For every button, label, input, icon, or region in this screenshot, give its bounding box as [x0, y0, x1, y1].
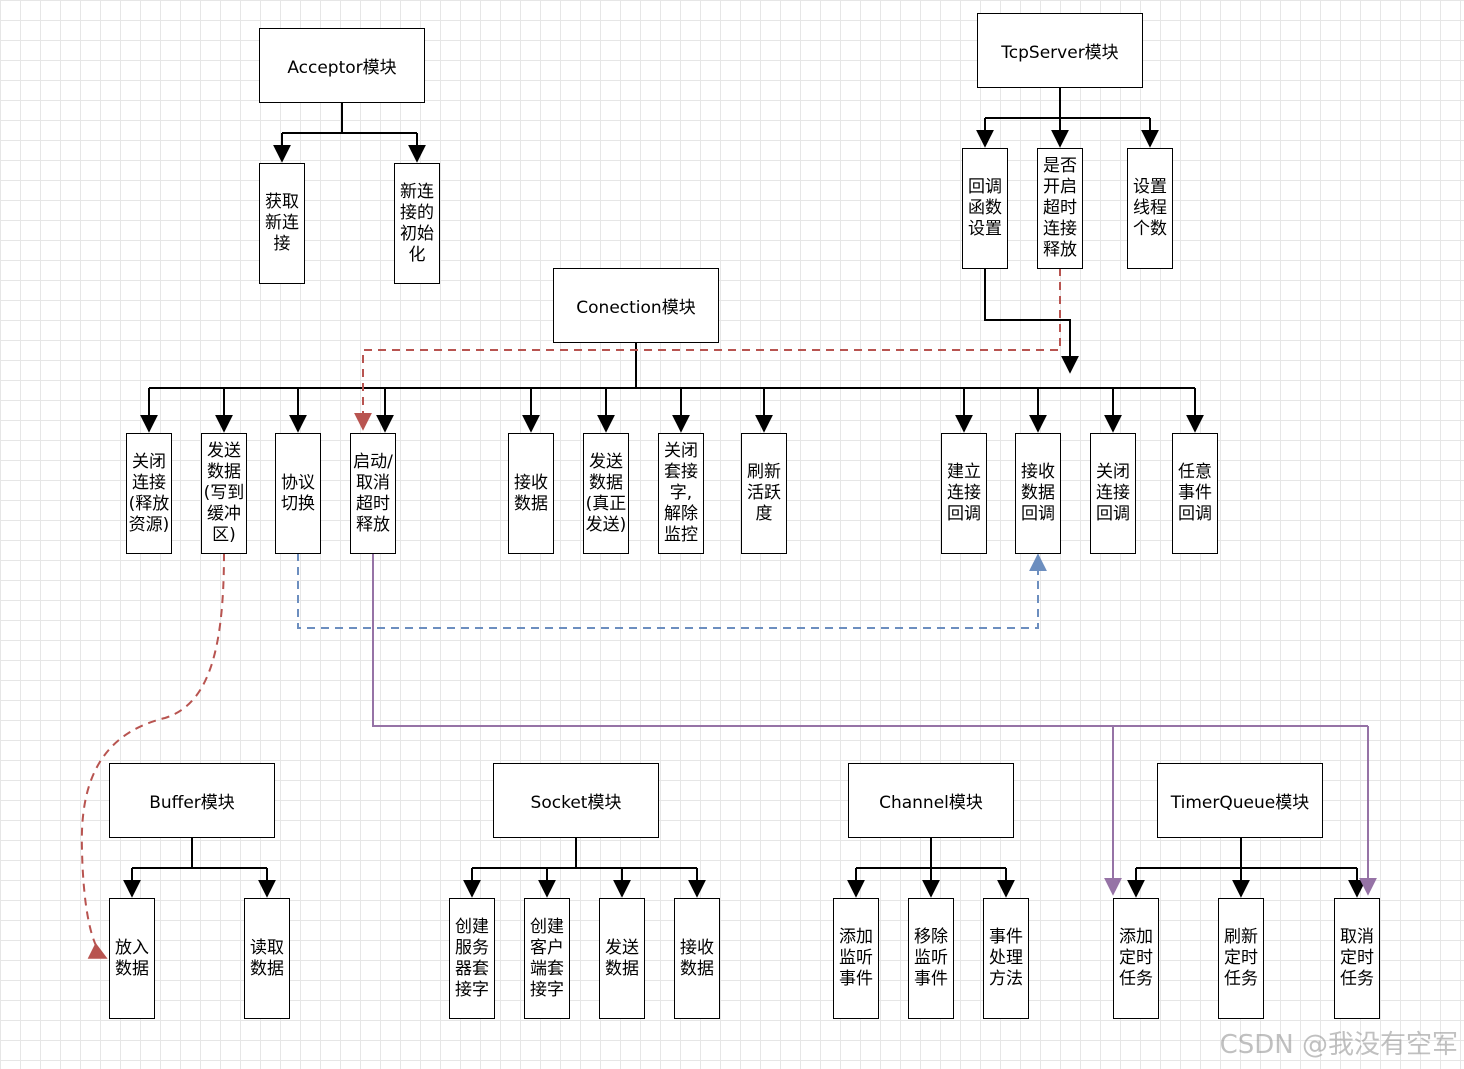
leaf-label: 关闭 连接 回调	[1096, 462, 1130, 524]
socket-module-label: Socket模块	[530, 793, 622, 813]
leaf-label: 建立 连接 回调	[947, 462, 981, 524]
acceptor-trunk	[282, 103, 417, 134]
leaf-label: 协议 切换	[281, 472, 315, 514]
socket-receive-data: 接收 数据	[674, 898, 720, 1019]
leaf-label: 添加 定时 任务	[1119, 927, 1153, 989]
conection-close-socket-unwatch: 关闭 套接 字, 解除 监控	[658, 433, 704, 554]
channel-module: Channel模块	[848, 763, 1014, 838]
tcpserver-module: TcpServer模块	[977, 13, 1143, 88]
leaf-label: 刷新 活跃 度	[747, 462, 781, 524]
red-dashed-timeout-link	[354, 268, 1061, 431]
purple-timer-link	[372, 553, 1368, 727]
socket-trunk	[472, 838, 697, 869]
acceptor-get-new-connection: 获取 新连 接	[259, 163, 305, 284]
leaf-label: 取消 定时 任务	[1340, 927, 1374, 989]
timerqueue-cancel-task: 取消 定时 任务	[1334, 898, 1380, 1019]
leaf-label: 添加 监听 事件	[839, 927, 873, 989]
leaf-label: 移除 监听 事件	[914, 927, 948, 989]
acceptor-module-label: Acceptor模块	[287, 58, 397, 78]
leaf-label: 关闭 套接 字, 解除 监控	[664, 441, 698, 545]
leaf-label: 接收 数据	[514, 472, 548, 514]
leaf-label: 新连 接的 初始 化	[400, 181, 434, 265]
buffer-read-data: 读取 数据	[244, 898, 290, 1019]
leaf-label: 发送 数据	[605, 937, 639, 979]
conection-connect-callback: 建立 连接 回调	[941, 433, 987, 554]
conection-send-data-real: 发送 数据 (真正 发送)	[583, 433, 629, 554]
leaf-label: 刷新 定时 任务	[1224, 927, 1258, 989]
conection-send-to-buffer: 发送 数据 (写到 缓冲 区)	[201, 433, 247, 554]
socket-module: Socket模块	[493, 763, 659, 838]
buffer-put-data: 放入 数据	[109, 898, 155, 1019]
timerqueue-refresh-task: 刷新 定时 任务	[1218, 898, 1264, 1019]
conection-module-label: Conection模块	[576, 298, 696, 318]
conection-receive-data: 接收 数据	[508, 433, 554, 554]
timerqueue-trunk	[1136, 838, 1357, 869]
tcpserver-module-label: TcpServer模块	[1001, 43, 1119, 63]
channel-remove-listen: 移除 监听 事件	[908, 898, 954, 1019]
leaf-label: 设置 线程 个数	[1133, 177, 1167, 239]
buffer-module-label: Buffer模块	[149, 793, 235, 813]
leaf-label: 发送 数据 (写到 缓冲 区)	[203, 441, 245, 545]
conection-module: Conection模块	[553, 268, 719, 343]
socket-create-server: 创建 服务 器套 接字	[449, 898, 495, 1019]
tcpserver-trunk	[985, 88, 1150, 119]
conection-toggle-timeout-release: 启动/ 取消 超时 释放	[350, 433, 396, 554]
conection-receive-callback: 接收 数据 回调	[1015, 433, 1061, 554]
buffer-module: Buffer模块	[109, 763, 275, 838]
conection-protocol-switch: 协议 切换	[275, 433, 321, 554]
leaf-label: 关闭 连接 (释放 资源)	[128, 451, 170, 535]
acceptor-init-new-connection: 新连 接的 初始 化	[394, 163, 440, 284]
conection-any-event-callback: 任意 事件 回调	[1172, 433, 1218, 554]
conection-refresh-activity: 刷新 活跃 度	[741, 433, 787, 554]
channel-event-handler: 事件 处理 方法	[983, 898, 1029, 1019]
leaf-label: 是否 开启 超时 连接 释放	[1043, 156, 1077, 260]
leaf-label: 放入 数据	[115, 937, 149, 979]
leaf-label: 启动/ 取消 超时 释放	[353, 451, 393, 535]
callback-to-conection-link	[984, 268, 1079, 374]
tcpserver-set-thread-count: 设置 线程 个数	[1127, 148, 1173, 269]
leaf-label: 事件 处理 方法	[989, 927, 1023, 989]
leaf-label: 任意 事件 回调	[1178, 462, 1212, 524]
leaf-label: 接收 数据 回调	[1021, 462, 1055, 524]
leaf-label: 回调 函数 设置	[968, 177, 1002, 239]
leaf-label: 创建 客户 端套 接字	[530, 916, 564, 1000]
leaf-label: 创建 服务 器套 接字	[455, 916, 489, 1000]
socket-create-client: 创建 客户 端套 接字	[524, 898, 570, 1019]
leaf-label: 获取 新连 接	[265, 192, 299, 254]
channel-module-label: Channel模块	[879, 793, 983, 813]
csdn-watermark: CSDN @我没有空军	[1219, 1030, 1458, 1060]
conection-close-connection: 关闭 连接 (释放 资源)	[126, 433, 172, 554]
timerqueue-add-task: 添加 定时 任务	[1113, 898, 1159, 1019]
timerqueue-module-label: TimerQueue模块	[1170, 793, 1310, 813]
leaf-label: 发送 数据 (真正 发送)	[585, 451, 627, 535]
tcpserver-callback-setup: 回调 函数 设置	[962, 148, 1008, 269]
channel-add-listen: 添加 监听 事件	[833, 898, 879, 1019]
conection-close-callback: 关闭 连接 回调	[1090, 433, 1136, 554]
channel-trunk	[856, 838, 1006, 869]
leaf-label: 读取 数据	[250, 937, 284, 979]
socket-send-data: 发送 数据	[599, 898, 645, 1019]
acceptor-module: Acceptor模块	[259, 28, 425, 103]
blue-dashed-protocol-link	[297, 553, 1047, 629]
tcpserver-enable-timeout-release: 是否 开启 超时 连接 释放	[1037, 148, 1083, 269]
timerqueue-module: TimerQueue模块	[1157, 763, 1323, 838]
buffer-trunk	[132, 838, 267, 869]
leaf-label: 接收 数据	[680, 937, 714, 979]
